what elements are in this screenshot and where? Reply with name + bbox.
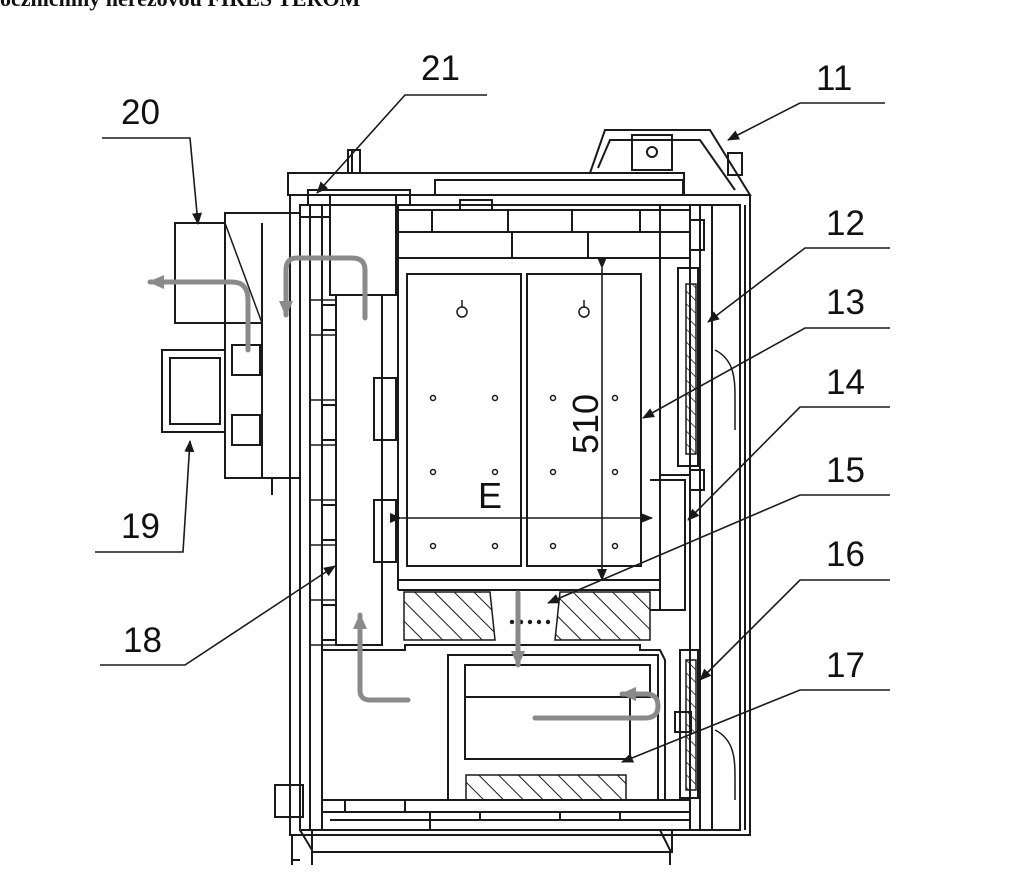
flow-arrow-rise bbox=[353, 612, 411, 703]
door-panel-details bbox=[429, 300, 619, 550]
leader-14 bbox=[687, 406, 890, 521]
flue-gas-flow-arrows bbox=[147, 255, 661, 721]
callout-15: 15 bbox=[826, 451, 865, 490]
leader-15 bbox=[547, 494, 890, 604]
leader-11 bbox=[727, 102, 885, 141]
callout-18: 18 bbox=[123, 621, 162, 660]
callout-12: 12 bbox=[826, 204, 865, 243]
flow-arrow-return bbox=[532, 687, 661, 721]
flow-arrow-top-loop bbox=[279, 255, 368, 321]
leader-12 bbox=[707, 247, 890, 323]
leader-21 bbox=[316, 94, 487, 194]
callout-14: 14 bbox=[826, 363, 865, 402]
refractory-hatching bbox=[403, 283, 697, 801]
callout-20: 20 bbox=[121, 93, 160, 132]
header-text: ocznicniny nerezovou FIRES TEROM bbox=[0, 0, 361, 11]
leader-17 bbox=[621, 689, 890, 763]
fan-housing bbox=[589, 129, 752, 196]
leader-19 bbox=[95, 440, 195, 553]
height-dimension-label: 510 bbox=[565, 394, 606, 454]
leader-13 bbox=[642, 327, 890, 419]
flue-outlet bbox=[161, 212, 301, 495]
leader-20 bbox=[102, 137, 202, 225]
leader-16 bbox=[699, 579, 890, 681]
callout-13: 13 bbox=[826, 283, 865, 322]
callout-labels: 11 12 13 14 15 16 17 18 19 20 21 bbox=[121, 49, 865, 685]
leader-18 bbox=[100, 565, 336, 666]
flow-arrow-outlet bbox=[147, 275, 251, 353]
callout-17: 17 bbox=[826, 646, 865, 685]
callout-16: 16 bbox=[826, 535, 865, 574]
callout-11: 11 bbox=[816, 59, 852, 98]
leader-lines bbox=[95, 94, 890, 763]
callout-19: 19 bbox=[121, 507, 160, 546]
dimension-lines bbox=[390, 257, 653, 581]
callout-21: 21 bbox=[421, 49, 460, 88]
width-dimension-label: E bbox=[478, 475, 502, 516]
